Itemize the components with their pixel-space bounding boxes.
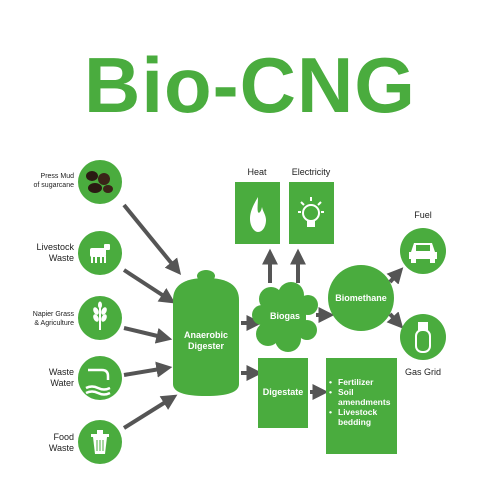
biogas-label: Biogas bbox=[269, 311, 300, 321]
page-title: Bio-CNG bbox=[84, 41, 416, 129]
pipe-water-icon bbox=[85, 368, 111, 396]
source-label-livestock: Livestock Waste bbox=[4, 242, 74, 264]
digestate-use-item: Soil amendments bbox=[328, 387, 396, 407]
gas-grid-label: Gas Grid bbox=[404, 367, 441, 377]
source-press-mud bbox=[78, 160, 122, 204]
bulb-icon bbox=[298, 197, 324, 227]
source-label-text: Food Waste bbox=[48, 432, 74, 453]
digester-label: Anaerobic Digester bbox=[183, 330, 228, 351]
press-mud-icon bbox=[86, 171, 113, 193]
heat-label: Heat bbox=[247, 167, 267, 177]
source-label-waste-water: Waste Water bbox=[4, 367, 74, 389]
biomethane-arrows bbox=[386, 267, 404, 329]
biomethane-label: Biomethane bbox=[335, 293, 387, 303]
digester-node bbox=[173, 270, 239, 396]
flame-icon bbox=[250, 197, 266, 232]
electricity-label: Electricity bbox=[291, 167, 331, 177]
digestate-use-item: Livestock bedding bbox=[328, 407, 396, 427]
source-label-food-waste: Food Waste bbox=[4, 432, 74, 454]
car-icon bbox=[409, 243, 437, 263]
source-food-waste bbox=[78, 420, 122, 464]
source-napier-grass bbox=[78, 296, 122, 340]
digestate-uses-list: Fertilizer Soil amendments Livestock bed… bbox=[328, 377, 396, 427]
biogas-up-arrows bbox=[262, 248, 306, 283]
source-label-napier: Napier Grass & Agriculture bbox=[4, 310, 74, 328]
digestate-label: Digestate bbox=[262, 387, 304, 397]
gas-grid-node bbox=[400, 314, 446, 360]
source-livestock bbox=[78, 231, 122, 275]
digester-arrows bbox=[241, 315, 263, 381]
source-label-press-mud: Press Mud of sugarcane bbox=[4, 172, 74, 190]
source-waste-water bbox=[78, 356, 122, 400]
biogas-node bbox=[252, 282, 318, 352]
fuel-label: Fuel bbox=[414, 210, 432, 220]
heat-node bbox=[235, 182, 280, 244]
source-arrows bbox=[122, 203, 182, 430]
digestate-use-item: Fertilizer bbox=[328, 377, 396, 387]
source-label-text: Napier Grass & Agriculture bbox=[32, 311, 74, 327]
gas-cylinder-icon bbox=[415, 322, 431, 353]
fuel-node bbox=[400, 228, 446, 274]
bin-icon bbox=[91, 430, 109, 454]
source-label-text: Livestock Waste bbox=[36, 242, 74, 263]
wheat-icon bbox=[93, 301, 107, 330]
source-label-text: Press Mud of sugarcane bbox=[33, 173, 74, 189]
electricity-node bbox=[289, 182, 334, 244]
digestate-node bbox=[258, 358, 308, 428]
biomethane-node bbox=[328, 265, 394, 331]
cow-icon bbox=[90, 244, 110, 263]
source-label-text: Waste Water bbox=[48, 367, 74, 388]
